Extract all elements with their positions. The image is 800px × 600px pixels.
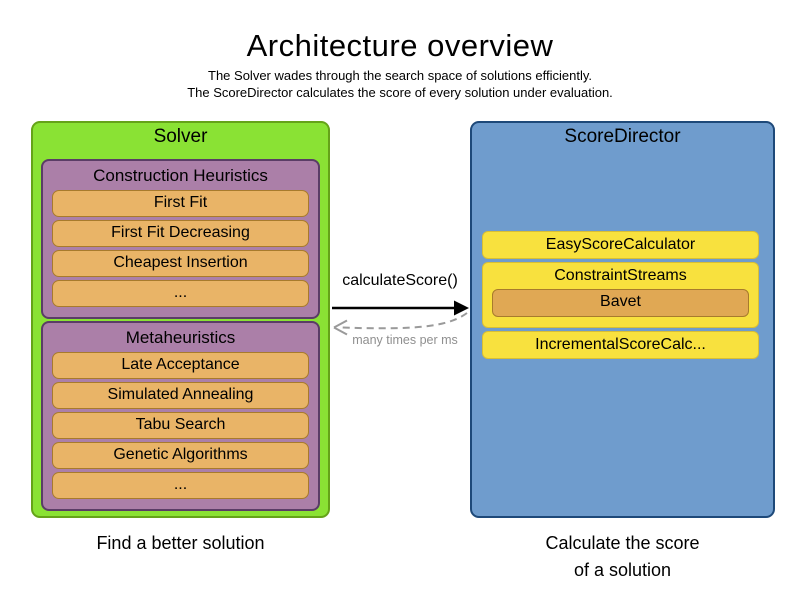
construction-heuristics-title: Construction Heuristics	[93, 166, 268, 185]
subtitle-line-2: The ScoreDirector calculates the score o…	[187, 85, 613, 100]
item-construction-ellipsis: ...	[52, 280, 309, 307]
solver-caption: Find a better solution	[96, 533, 265, 553]
bavet-card: Bavet	[492, 289, 749, 317]
incremental-score-calculator-card: IncrementalScoreCalc...	[482, 331, 759, 359]
score-director-box-title: ScoreDirector	[564, 126, 681, 147]
score-director-caption-line-2: of a solution	[573, 560, 672, 580]
calculate-score-arrow	[332, 300, 469, 316]
metaheuristics-title: Metaheuristics	[125, 328, 236, 347]
item-first-fit-decreasing: First Fit Decreasing	[52, 220, 309, 247]
item-first-fit: First Fit	[52, 190, 309, 217]
easy-score-calculator-card: EasyScoreCalculator	[482, 231, 759, 259]
subtitle-line-1: The Solver wades through the search spac…	[208, 68, 592, 83]
item-late-acceptance: Late Acceptance	[52, 352, 309, 379]
solver-box-title: Solver	[153, 126, 208, 147]
construction-heuristics-section: Construction Heuristics First Fit First …	[41, 159, 320, 319]
constraint-streams-label: ConstraintStreams	[554, 267, 687, 284]
item-tabu-search: Tabu Search	[52, 412, 309, 439]
solver-box: Solver Construction Heuristics First Fit…	[31, 121, 330, 518]
page-title: Architecture overview	[246, 28, 554, 63]
many-times-per-ms-label: many times per ms	[352, 333, 458, 347]
calculator-stack: EasyScoreCalculator ConstraintStreams Ba…	[482, 231, 759, 362]
feedback-return-arrow	[333, 312, 468, 336]
item-genetic-algorithms: Genetic Algorithms	[52, 442, 309, 469]
score-director-box: ScoreDirector EasyScoreCalculator Constr…	[470, 121, 775, 518]
score-director-caption-line-1: Calculate the score	[545, 533, 700, 553]
item-simulated-annealing: Simulated Annealing	[52, 382, 309, 409]
item-metaheuristics-ellipsis: ...	[52, 472, 309, 499]
constraint-streams-card: ConstraintStreams Bavet	[482, 262, 759, 328]
item-cheapest-insertion: Cheapest Insertion	[52, 250, 309, 277]
calculate-score-label: calculateScore()	[342, 272, 458, 289]
metaheuristics-section: Metaheuristics Late Acceptance Simulated…	[41, 321, 320, 511]
